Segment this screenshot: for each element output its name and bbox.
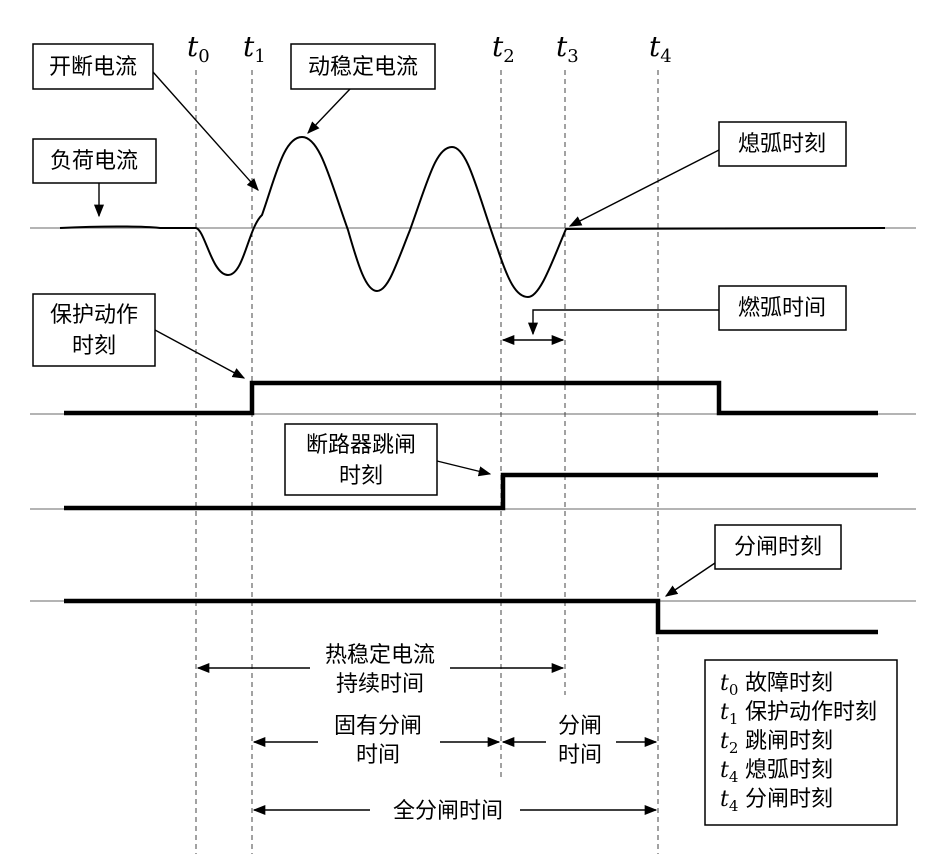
opening-moment-arrow	[664, 562, 716, 597]
t2-label: t2	[492, 30, 515, 67]
opening-time-label-line2: 时间	[558, 743, 602, 768]
svg-text:保护动作时刻: 保护动作时刻	[745, 700, 877, 725]
t1-label: t1	[243, 30, 266, 67]
legend-item: t1 保护动作时刻	[720, 700, 877, 728]
breaking-current-box	[32, 43, 154, 90]
dynamic-current-label: 动稳定电流	[308, 55, 418, 80]
arcing-time-leader	[527, 309, 719, 336]
protection-signal	[64, 380, 878, 416]
svg-text:跳闸时刻: 跳闸时刻	[745, 729, 833, 754]
svg-text:t4: t4	[720, 758, 738, 786]
load-current-label: 负荷电流	[50, 149, 138, 174]
t4-label: t4	[649, 30, 672, 67]
svg-text:t0: t0	[720, 671, 738, 699]
breaking-current-arrow	[152, 71, 259, 191]
breaker-trip-arrow	[436, 460, 492, 477]
protection-action-label-line2: 时刻	[72, 334, 116, 359]
svg-text:t1: t1	[720, 700, 738, 728]
opening-time-label-line1: 分闸	[558, 714, 602, 739]
arc-extinction-label: 熄弧时刻	[738, 132, 826, 157]
svg-text:t2: t2	[720, 729, 738, 757]
thermal-duration-label-line1: 热稳定电流	[325, 643, 435, 668]
dynamic-current-box	[290, 43, 436, 90]
legend-item: t2 跳闸时刻	[720, 729, 833, 757]
breaker-trip-label-line1: 断路器跳闸	[306, 433, 416, 458]
legend-item: t4 分闸时刻	[720, 787, 833, 815]
svg-text:分闸时刻: 分闸时刻	[745, 787, 833, 812]
breaker-trip-label-line2: 时刻	[339, 464, 383, 489]
arc-extinction-arrow	[568, 149, 720, 227]
legend-item: t4 熄弧时刻	[720, 758, 833, 786]
arcing-time-label: 燃弧时间	[738, 296, 826, 321]
breaking-current-label: 开断电流	[49, 55, 137, 80]
opening-moment-box	[714, 524, 842, 570]
inherent-time-label-line2: 时间	[356, 743, 400, 768]
current-waveform	[59, 135, 886, 299]
protection-action-label-line1: 保护动作	[50, 303, 138, 328]
arc-extinction-box	[718, 121, 847, 167]
t3-label: t3	[556, 30, 579, 67]
protection-action-arrow	[154, 329, 246, 379]
opening-signal	[64, 598, 878, 635]
svg-text:故障时刻: 故障时刻	[745, 671, 833, 696]
total-time-label: 全分闸时间	[393, 799, 503, 824]
inherent-time-label-line1: 固有分闸	[334, 714, 422, 739]
legend-item: t0 故障时刻	[720, 671, 833, 699]
thermal-duration-label-line2: 持续时间	[336, 672, 424, 697]
t0-label: t0	[187, 30, 210, 67]
breaker-trip-box	[284, 423, 438, 496]
svg-text:熄弧时刻: 熄弧时刻	[745, 758, 833, 783]
opening-moment-label: 分闸时刻	[734, 535, 822, 560]
load-current-box	[32, 138, 157, 184]
dynamic-current-arrow	[307, 88, 351, 134]
arcing-time-box	[718, 285, 847, 331]
legend-box	[704, 659, 898, 826]
svg-text:t4: t4	[720, 787, 738, 815]
breaker-trip-signal	[64, 472, 878, 511]
